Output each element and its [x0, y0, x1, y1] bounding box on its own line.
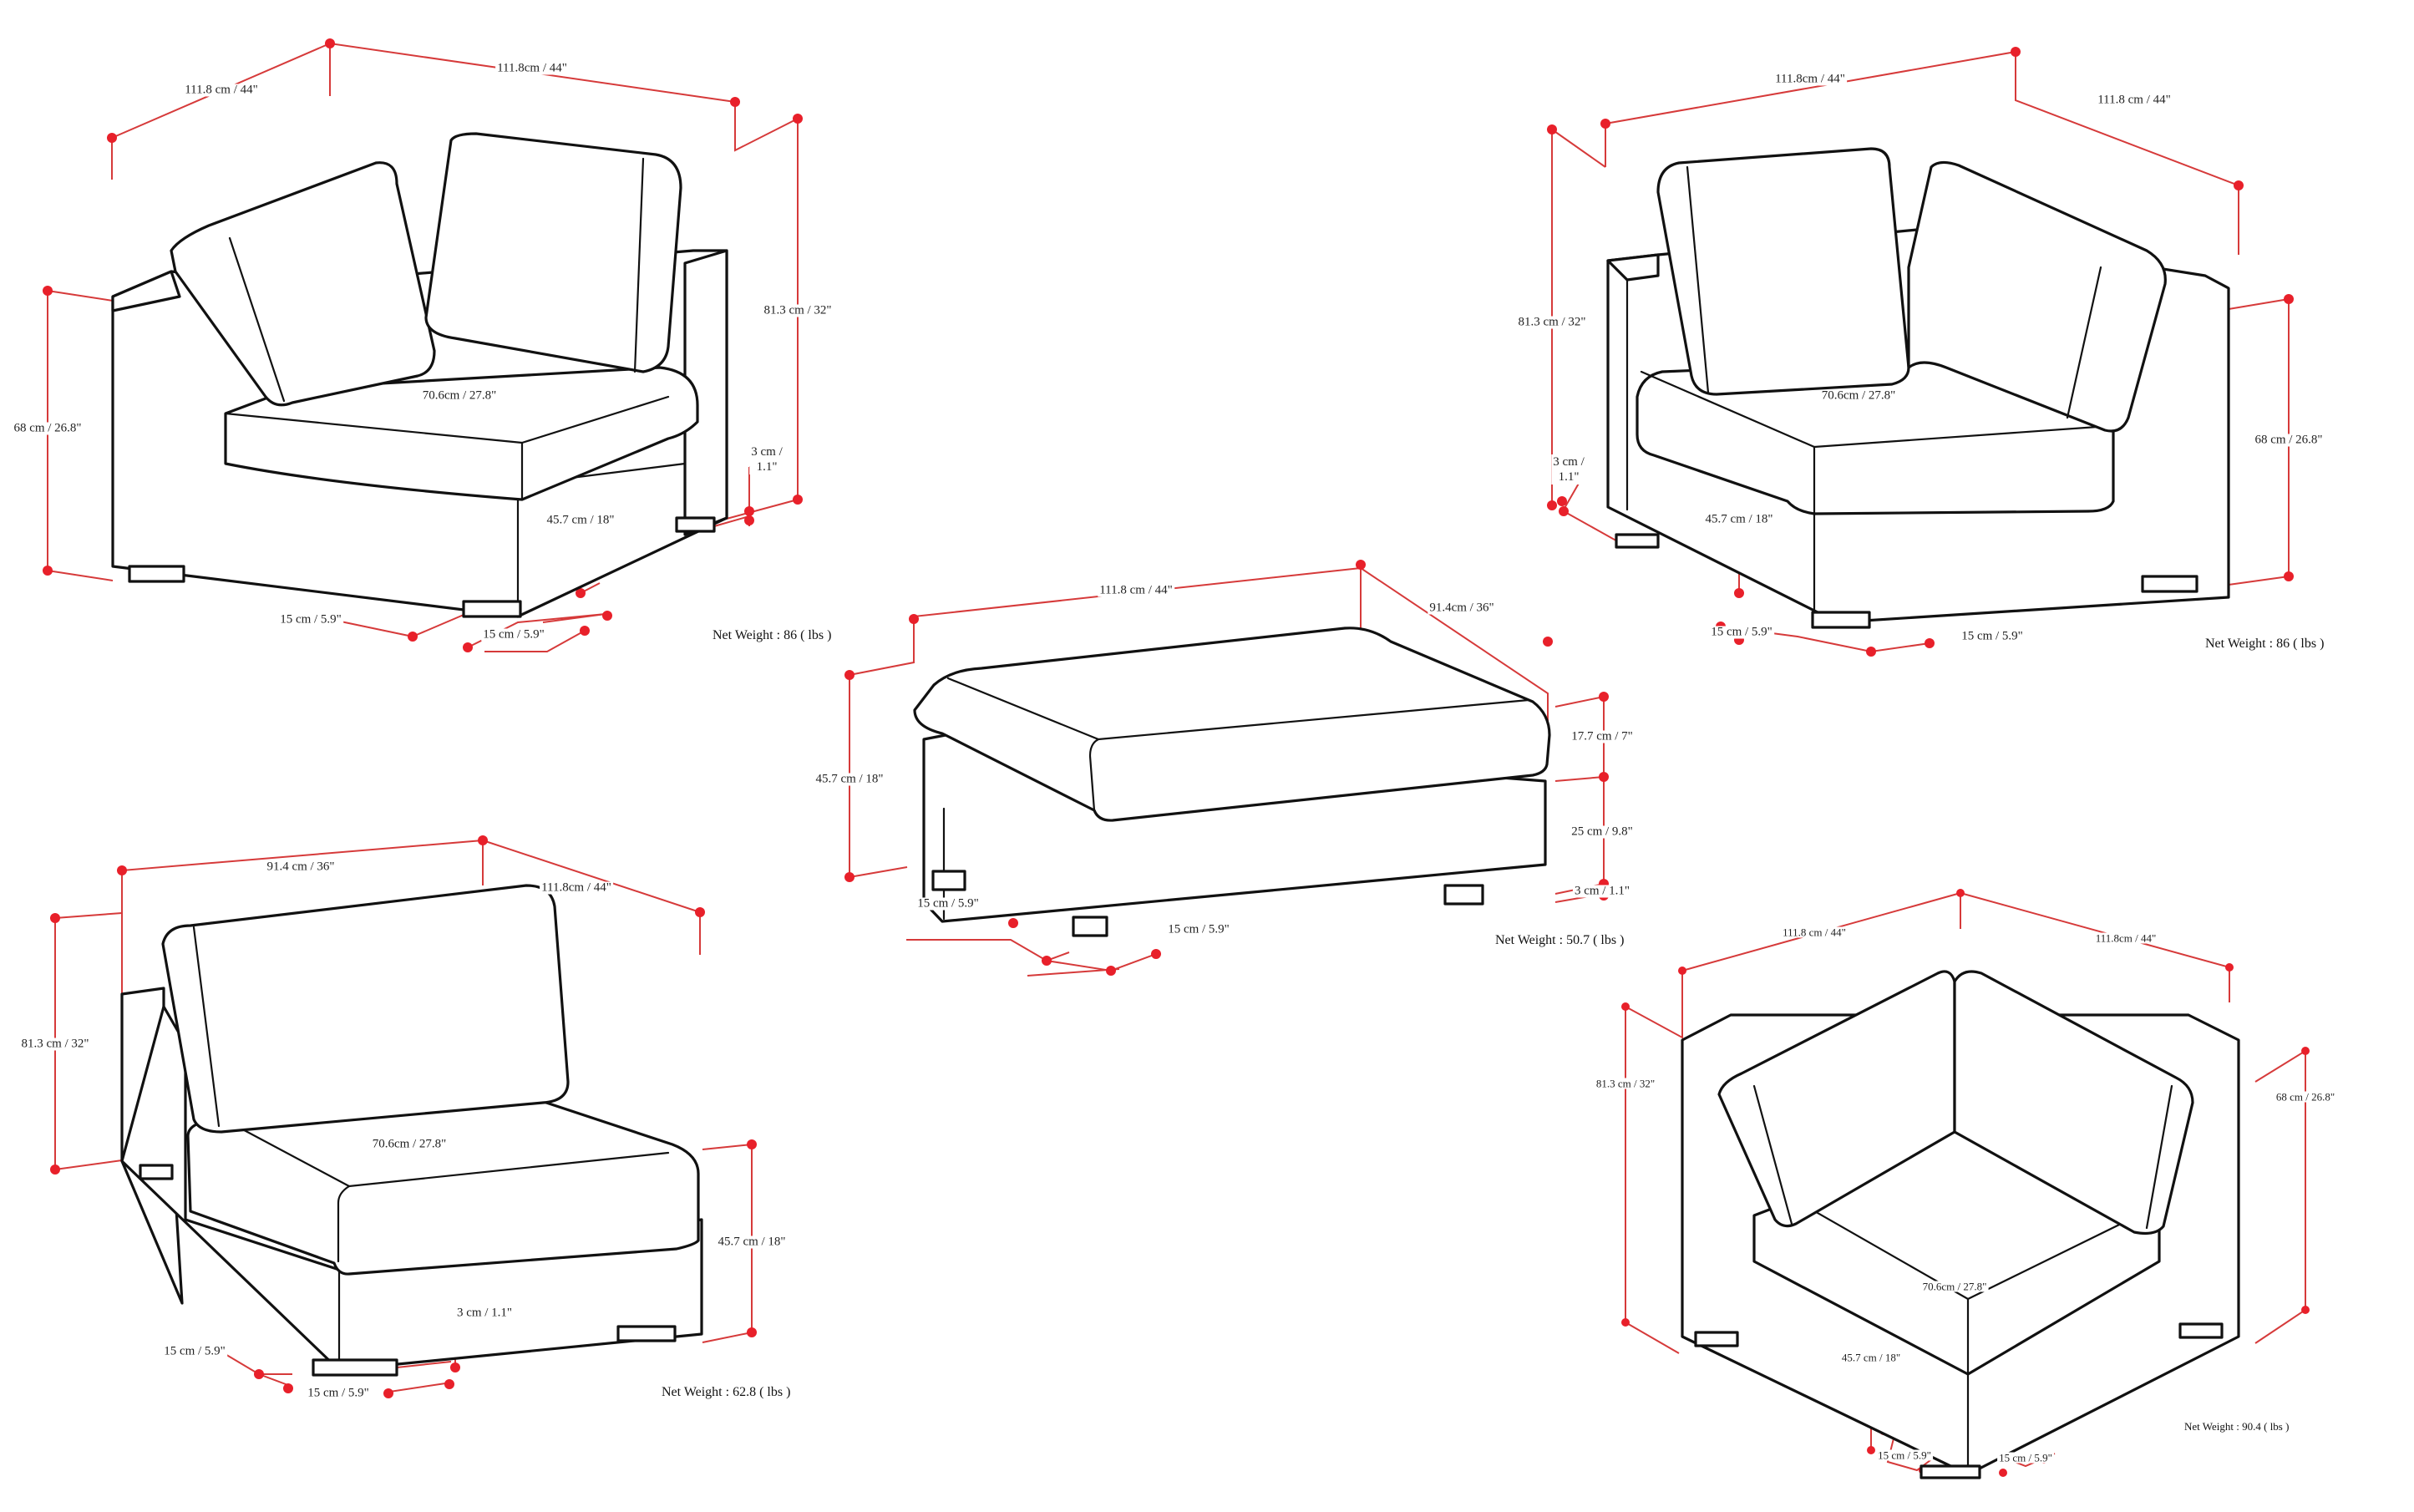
dim-width-left: 111.8 cm / 44"	[1781, 926, 1848, 939]
dim-leg-width-b: 15 cm / 5.9"	[481, 627, 546, 642]
net-weight: Net Weight : 50.7 ( lbs )	[1495, 933, 1625, 947]
module-left-arm-chair	[43, 38, 803, 652]
dim-seat-height: 45.7 cm / 18"	[1839, 1351, 1903, 1364]
dim-width-right: 111.8 cm / 44"	[2096, 93, 2173, 107]
dim-leg-height: 3 cm / 1.1"	[454, 1306, 515, 1320]
dim-seat-depth: 70.6cm / 27.8"	[1819, 388, 1898, 403]
dim-height-total: 45.7 cm / 18"	[814, 772, 885, 786]
dim-seat-depth: 70.6cm / 27.8"	[370, 1137, 449, 1151]
dim-seat-depth: 70.6cm / 27.8"	[1920, 1280, 1989, 1293]
dim-leg-width-a: 15 cm / 5.9"	[1876, 1449, 1933, 1462]
dim-leg-width-b: 15 cm / 5.9"	[306, 1386, 371, 1400]
dim-cushion-height: 17.7 cm / 7"	[1570, 729, 1635, 743]
dim-arm-height: 68 cm / 26.8"	[2253, 433, 2325, 447]
dim-width-right: 111.8cm / 44"	[495, 61, 569, 75]
dim-depth: 91.4cm / 36"	[1428, 601, 1496, 615]
dim-leg-width-a: 15 cm / 5.9"	[162, 1344, 227, 1358]
dim-leg-width-b: 15 cm / 5.9"	[1997, 1451, 2054, 1464]
module-corner-chair	[1621, 889, 2310, 1479]
dim-seat-height: 45.7 cm / 18"	[1703, 512, 1775, 526]
module-right-arm-chair	[1547, 47, 2294, 657]
dim-width-left: 111.8 cm / 44"	[183, 83, 260, 97]
dim-width-right: 111.8cm / 44"	[2093, 931, 2158, 945]
dim-seat-depth: 70.6cm / 27.8"	[420, 388, 499, 403]
dim-height-total: 81.3 cm / 32"	[1516, 315, 1588, 329]
dim-base-height: 25 cm / 9.8"	[1570, 824, 1635, 839]
dim-arm-height: 68 cm / 26.8"	[12, 421, 84, 435]
dim-leg-width-b: 15 cm / 5.9"	[1960, 629, 2025, 643]
dim-width-left: 111.8cm / 44"	[1773, 72, 1847, 86]
net-weight: Net Weight : 86 ( lbs )	[713, 628, 832, 642]
dim-leg-width-a: 15 cm / 5.9"	[278, 612, 343, 627]
dim-height-total: 81.3 cm / 32"	[1594, 1077, 1657, 1090]
dim-depth: 111.8cm / 44"	[540, 880, 613, 895]
net-weight: Net Weight : 90.4 ( lbs )	[2184, 1420, 2290, 1433]
dim-arm-height: 68 cm / 26.8"	[2274, 1090, 2337, 1104]
net-weight: Net Weight : 86 ( lbs )	[2205, 637, 2325, 651]
dim-height-total: 81.3 cm / 32"	[762, 303, 834, 317]
dim-width: 111.8 cm / 44"	[1098, 583, 1174, 597]
dim-leg-width-a: 15 cm / 5.9"	[915, 896, 981, 911]
dim-width: 91.4 cm / 36"	[265, 860, 337, 874]
module-ottoman	[844, 560, 1609, 977]
module-armless-chair	[50, 835, 757, 1398]
dim-leg-height: 3 cm / 1.1"	[1551, 454, 1586, 485]
dim-height-total: 81.3 cm / 32"	[19, 1037, 91, 1051]
dim-leg-width-b: 15 cm / 5.9"	[1166, 922, 1231, 936]
dim-leg-height: 3 cm / 1.1"	[749, 444, 784, 474]
dim-seat-height: 45.7 cm / 18"	[716, 1235, 788, 1249]
dim-leg-height: 3 cm / 1.1"	[1572, 884, 1632, 898]
dim-seat-height: 45.7 cm / 18"	[545, 513, 616, 527]
net-weight: Net Weight : 62.8 ( lbs )	[662, 1385, 791, 1399]
dim-leg-width-a: 15 cm / 5.9"	[1709, 625, 1774, 639]
